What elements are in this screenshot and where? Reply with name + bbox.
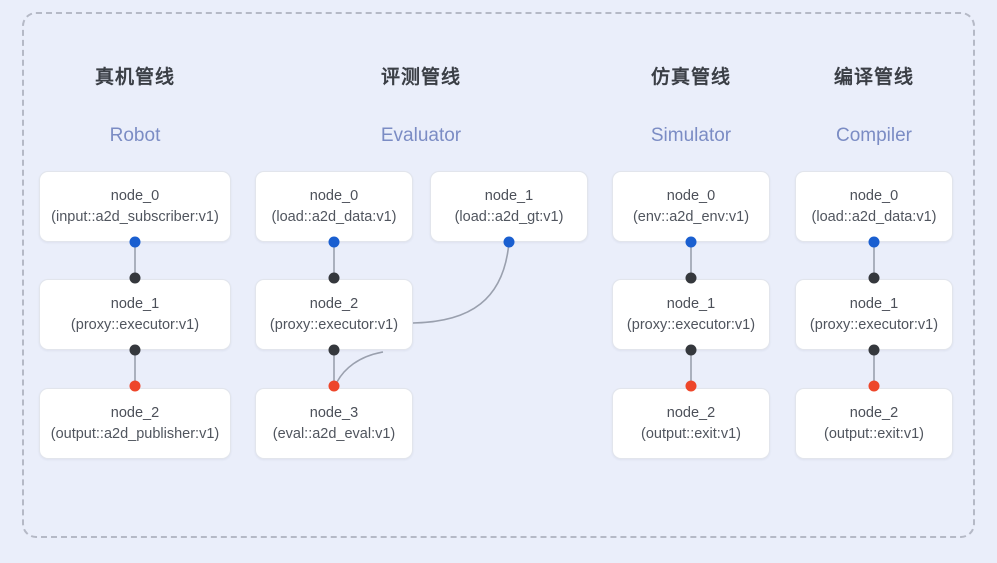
- node-type: (output::exit:v1): [824, 425, 924, 442]
- node-compiler-0[interactable]: node_0 (load::a2d_data:v1): [795, 171, 953, 242]
- column-subtitle-evaluator: Evaluator: [380, 125, 462, 146]
- node-compiler-1[interactable]: node_1 (proxy::executor:v1): [795, 279, 953, 350]
- port-input-evaluator-3[interactable]: [328, 380, 340, 392]
- node-simulator-1[interactable]: node_1 (proxy::executor:v1): [612, 279, 770, 350]
- node-evaluator-1[interactable]: node_1 (load::a2d_gt:v1): [430, 171, 588, 242]
- node-evaluator-3[interactable]: node_3 (eval::a2d_eval:v1): [255, 388, 413, 459]
- node-type: (proxy::executor:v1): [809, 316, 939, 333]
- node-name: node_2: [309, 295, 359, 312]
- node-name: node_1: [849, 295, 899, 312]
- node-type: (output::a2d_publisher:v1): [50, 425, 220, 442]
- node-name: node_0: [110, 187, 160, 204]
- node-evaluator-2[interactable]: node_2 (proxy::executor:v1): [255, 279, 413, 350]
- node-name: node_0: [309, 187, 359, 204]
- node-name: node_1: [666, 295, 716, 312]
- port-input-simulator-2[interactable]: [685, 380, 697, 392]
- column-subtitle-simulator: Simulator: [650, 125, 732, 146]
- node-simulator-2[interactable]: node_2 (output::exit:v1): [612, 388, 770, 459]
- node-name: node_0: [666, 187, 716, 204]
- port-output-simulator-0[interactable]: [685, 236, 697, 248]
- port-input-compiler-2[interactable]: [868, 380, 880, 392]
- port-input-compiler-1[interactable]: [868, 272, 880, 284]
- node-type: (proxy::executor:v1): [269, 316, 399, 333]
- column-title-evaluator: 评测管线: [380, 67, 461, 88]
- port-output-robot-0[interactable]: [129, 236, 141, 248]
- node-type: (load::a2d_gt:v1): [454, 208, 564, 225]
- node-type: (load::a2d_data:v1): [811, 208, 937, 225]
- column-subtitle-compiler: Compiler: [835, 125, 913, 146]
- node-type: (input::a2d_subscriber:v1): [51, 208, 219, 225]
- node-name: node_3: [309, 404, 359, 421]
- column-title-compiler: 编译管线: [833, 67, 914, 88]
- node-type: (env::a2d_env:v1): [632, 208, 750, 225]
- column-title-robot: 真机管线: [94, 67, 175, 88]
- port-input-robot-2[interactable]: [129, 380, 141, 392]
- node-name: node_1: [484, 187, 534, 204]
- node-robot-2[interactable]: node_2 (output::a2d_publisher:v1): [39, 388, 231, 459]
- node-robot-1[interactable]: node_1 (proxy::executor:v1): [39, 279, 231, 350]
- port-output-simulator-1[interactable]: [685, 344, 697, 356]
- node-simulator-0[interactable]: node_0 (env::a2d_env:v1): [612, 171, 770, 242]
- port-output-evaluator-2[interactable]: [328, 344, 340, 356]
- node-type: (output::exit:v1): [641, 425, 741, 442]
- node-type: (proxy::executor:v1): [626, 316, 756, 333]
- column-title-simulator: 仿真管线: [650, 67, 731, 88]
- pipeline-group-frame: [22, 12, 975, 538]
- port-output-robot-1[interactable]: [129, 344, 141, 356]
- port-output-compiler-0[interactable]: [868, 236, 880, 248]
- node-type: (load::a2d_data:v1): [271, 208, 397, 225]
- node-name: node_2: [666, 404, 716, 421]
- port-output-evaluator-1[interactable]: [503, 236, 515, 248]
- node-robot-0[interactable]: node_0 (input::a2d_subscriber:v1): [39, 171, 231, 242]
- port-input-robot-1[interactable]: [129, 272, 141, 284]
- port-output-compiler-1[interactable]: [868, 344, 880, 356]
- port-output-evaluator-0[interactable]: [328, 236, 340, 248]
- node-evaluator-0[interactable]: node_0 (load::a2d_data:v1): [255, 171, 413, 242]
- column-subtitle-robot: Robot: [109, 125, 161, 146]
- port-input-evaluator-2[interactable]: [328, 272, 340, 284]
- node-compiler-2[interactable]: node_2 (output::exit:v1): [795, 388, 953, 459]
- node-name: node_1: [110, 295, 160, 312]
- node-name: node_0: [849, 187, 899, 204]
- node-type: (eval::a2d_eval:v1): [272, 425, 396, 442]
- port-input-simulator-1[interactable]: [685, 272, 697, 284]
- node-type: (proxy::executor:v1): [70, 316, 200, 333]
- node-name: node_2: [849, 404, 899, 421]
- node-name: node_2: [110, 404, 160, 421]
